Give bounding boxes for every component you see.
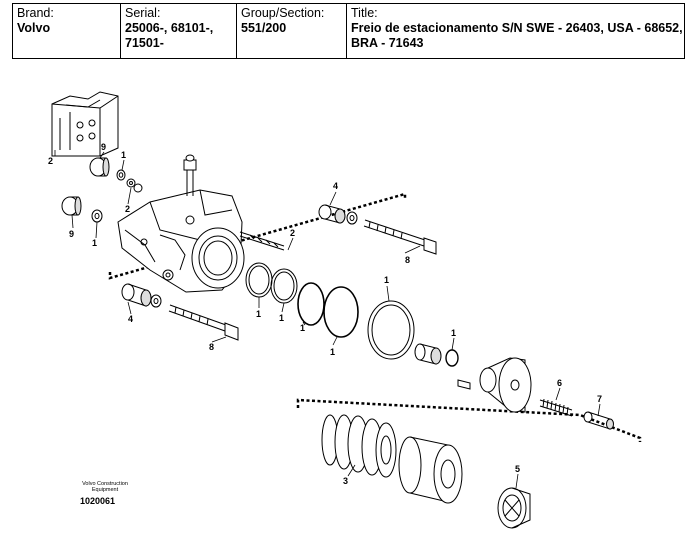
- callout-4-bottom: 4: [128, 314, 133, 324]
- large-ring-part: [367, 300, 415, 360]
- brand-value: Volvo: [17, 21, 51, 35]
- spring-part: [539, 398, 573, 417]
- small-cylinder-part: [583, 411, 614, 430]
- sleeve-part-bottom: [121, 283, 162, 308]
- title-value-line2: BRA - 71643: [351, 36, 424, 50]
- serial-value-line1: 25006-, 68101-,: [125, 21, 214, 35]
- serial-cell: Serial: 25006-, 68101-, 71501-: [120, 4, 236, 58]
- long-bolt-part: [239, 231, 285, 251]
- bolt-part-bottom: [168, 304, 239, 341]
- logo-line2: Equipment: [91, 487, 119, 493]
- callout-7: 7: [597, 394, 602, 404]
- group-cell: Group/Section: 551/200: [236, 4, 346, 58]
- callout-labels: 2 9 1 2 9 1 4 2 8 4 8 1 1 1 1 1 1 6 7 3 …: [48, 142, 602, 486]
- assembly-axis-lines: [108, 192, 642, 442]
- pin-part: [457, 379, 471, 390]
- seal-ring-parts: [245, 262, 298, 304]
- serial-value-line2: 71501-: [125, 36, 164, 50]
- drawing-number: 1020061: [80, 496, 116, 506]
- callout-1-top: 1: [121, 150, 126, 160]
- brand-cell: Brand: Volvo: [12, 4, 120, 58]
- brand-label: Brand:: [17, 6, 54, 20]
- caliper-housing-part: [117, 154, 245, 293]
- callout-1-ring-big: 1: [384, 275, 389, 285]
- volvo-logo-text: Volvo Construction Equipment: [65, 481, 145, 493]
- spring-stack-part: [321, 414, 397, 478]
- cap-nut-part: [497, 487, 531, 529]
- cap-part-left: [61, 196, 103, 223]
- callout-1-small: 1: [451, 328, 456, 338]
- callout-6: 6: [557, 378, 562, 388]
- piston-assembly-part: [479, 357, 532, 413]
- title-value-line1: Freio de estacionamento S/N SWE - 26403,…: [351, 21, 683, 35]
- piston-cylinder-part: [398, 436, 463, 504]
- callout-5: 5: [515, 464, 520, 474]
- group-label: Group/Section:: [241, 6, 325, 20]
- callout-8-top: 8: [405, 255, 410, 265]
- leader-lines: [54, 150, 601, 489]
- callout-2-bolt: 2: [290, 228, 295, 238]
- callout-1-oring-b: 1: [330, 347, 335, 357]
- serial-label: Serial:: [125, 6, 161, 20]
- nut-parts: [126, 178, 143, 193]
- callout-8-bottom: 8: [209, 342, 214, 352]
- group-value: 551/200: [241, 21, 287, 35]
- callout-1-ring-b: 1: [279, 313, 284, 323]
- cap-part-top: [89, 157, 126, 181]
- logo-line1: Volvo Construction: [82, 481, 128, 487]
- title-cell: Title: Freio de estacionamento S/N SWE -…: [346, 4, 685, 58]
- o-ring-parts: [297, 282, 359, 338]
- callout-4-top: 4: [333, 181, 338, 191]
- callout-9-top: 9: [101, 142, 106, 152]
- callout-3: 3: [343, 476, 348, 486]
- callout-1-oring-a: 1: [300, 323, 305, 333]
- exploded-parts-diagram: 2 9 1 2 9 1 4 2 8 4 8 1 1 1 1 1 1 6 7 3 …: [48, 91, 642, 529]
- bolt-part-top: [363, 219, 437, 255]
- callout-1-ring-a: 1: [256, 309, 261, 319]
- sleeve-part-top: [318, 204, 358, 225]
- callout-9-left: 9: [69, 229, 74, 239]
- callout-2-plate: 2: [48, 156, 53, 166]
- callout-1-left: 1: [92, 238, 97, 248]
- title-block: Brand: Volvo Serial: 25006-, 68101-, 715…: [12, 3, 685, 59]
- piston-part: [414, 343, 459, 367]
- bracket-plate-part: [51, 91, 119, 157]
- callout-2-mid: 2: [125, 204, 130, 214]
- title-label: Title:: [351, 6, 378, 20]
